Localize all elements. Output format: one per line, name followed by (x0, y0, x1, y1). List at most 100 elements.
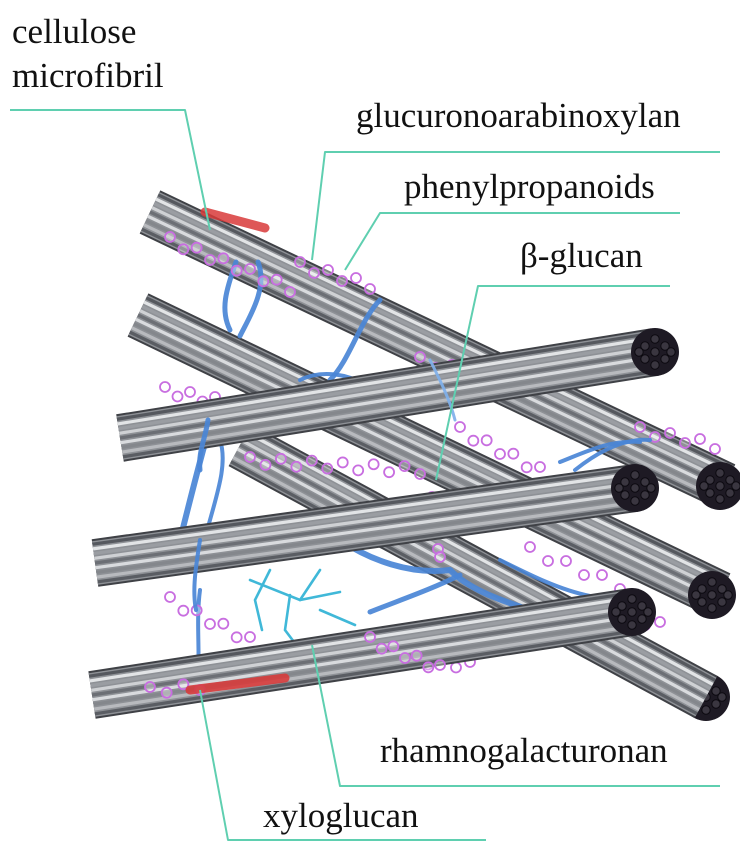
phenylpropanoid-ring (270, 273, 283, 286)
phenylpropanoid-ring (144, 681, 156, 693)
microfibril-end-strand (705, 475, 715, 485)
cellulose-microfibril (91, 464, 639, 587)
phenylpropanoid-chain (164, 231, 296, 298)
microfibril-end-strand (711, 686, 721, 696)
phenylpropanoid-ring (257, 275, 270, 288)
phenylpropanoid-ring (217, 252, 230, 265)
microfibril-end-strand (717, 584, 727, 594)
microfibril-end-strand (640, 477, 650, 487)
microfibril-end-strand (640, 490, 650, 500)
phenylpropanoid-ring (177, 604, 190, 617)
microfibril-end-strand (697, 597, 707, 607)
microfibril-strand (246, 431, 714, 686)
microfibril-strand (88, 591, 630, 678)
beta-glucan-leader-line (435, 285, 670, 481)
phenylpropanoid-ring (694, 433, 706, 445)
phenylpropanoid-ring (204, 618, 216, 630)
microfibril-strand (243, 435, 712, 691)
phenylpropanoid-chain (524, 541, 626, 595)
polysaccharide-strand (367, 572, 463, 615)
microfibril-strand (90, 601, 631, 688)
phenylpropanoid-ring (159, 381, 171, 393)
cellulose-microfibril (228, 423, 718, 719)
microfibril-end-strand (637, 614, 647, 624)
microfibril-end-strand (701, 705, 711, 715)
microfibril-end-strand (711, 699, 721, 709)
microfibril-end-strand (699, 481, 709, 491)
phenylpropanoid-ring (664, 427, 676, 439)
microfibril-end-strand (617, 614, 627, 624)
microfibril-end-strand (640, 341, 650, 351)
beta-glucan-label: β-glucan (520, 236, 643, 275)
microfibril-strand (92, 467, 633, 546)
microfibril-end-strand (630, 496, 640, 506)
phenylpropanoid-ring (322, 264, 334, 276)
phenylpropanoid-ring (709, 443, 721, 455)
phenylpropanoid-ring (649, 431, 661, 443)
phenylpropanoid-ring (534, 461, 546, 473)
microfibril-strand (89, 596, 631, 683)
microfibril-strand (91, 610, 633, 697)
microfibril-strand (93, 624, 635, 711)
phenylpropanoid-ring (578, 569, 590, 581)
microfibril-end-strand (666, 347, 676, 357)
phenylpropanoid-chain (244, 451, 426, 480)
microfibril-strand (129, 330, 713, 614)
phenylpropanoid-ring (398, 460, 411, 472)
microfibril-end-strand (630, 470, 640, 480)
phenylpropanoid-ring (414, 468, 426, 480)
microfibril-strand (137, 313, 721, 597)
xyloglucan-segment (318, 608, 357, 627)
microfibril-strand (145, 296, 729, 580)
microfibril-strand (93, 477, 634, 556)
microfibril-end (611, 464, 659, 512)
microfibril-end-strand (611, 607, 621, 617)
microfibril-end-strand (707, 590, 717, 600)
phenylpropanoid-ring (679, 437, 691, 449)
phenylpropanoid-ring (230, 631, 243, 644)
cellulose-leader-line (10, 109, 211, 231)
phenylpropanoid-ring (305, 454, 318, 467)
phenylpropanoid-ring (244, 263, 256, 275)
microfibril-end-strand (634, 347, 644, 357)
phenylpropanoid-ring (230, 264, 243, 277)
phenylpropanoid-ring (190, 241, 203, 254)
microfibril-strand (133, 322, 717, 606)
rhamnogalacturonan-highlight (185, 673, 290, 695)
microfibril-strand (139, 309, 723, 593)
phenylpropanoid-ring (160, 686, 173, 699)
microfibril-strand (153, 201, 730, 479)
microfibril-strand (93, 619, 634, 706)
phenylpropanoid-ring (480, 434, 493, 447)
phenylpropanoid-ring (275, 452, 287, 465)
polysaccharide-strand (337, 537, 533, 613)
phenylpropanoid-ring (524, 541, 536, 553)
phenylpropanoid-ring (184, 386, 196, 398)
microfibril-end (608, 588, 656, 636)
microfibril-end-strand (717, 597, 727, 607)
phenylpropanoid-ring (383, 466, 395, 479)
microfibril-strand (118, 341, 654, 431)
phenylpropanoid-ring (507, 447, 520, 460)
phenylpropanoid-chain (364, 631, 446, 674)
phenylpropanoid-ring (336, 275, 348, 287)
microfibril-end (631, 328, 679, 376)
microfibril-end-strand (691, 590, 701, 600)
microfibril-strand (92, 472, 634, 551)
microfibril-end-strand (620, 477, 630, 487)
polysaccharide-strand (237, 259, 264, 339)
xyloglucan-segment (298, 568, 322, 602)
phenylpropanoid-ring (284, 286, 296, 298)
phenylpropanoid-ring (467, 434, 480, 447)
microfibril-end-strand (650, 360, 660, 370)
microfibril-end-strand (731, 481, 740, 491)
microfibril-strand (94, 629, 636, 716)
cellulose-highlight (200, 207, 270, 233)
microfibril-end-strand (643, 607, 653, 617)
phenylpropanoid-ring (434, 659, 446, 671)
microfibril-end-strand (637, 601, 647, 611)
phenylpropanoid-ring (171, 390, 184, 403)
phenylpropanoid-chain (454, 421, 546, 474)
microfibril-end-strand (660, 354, 670, 364)
